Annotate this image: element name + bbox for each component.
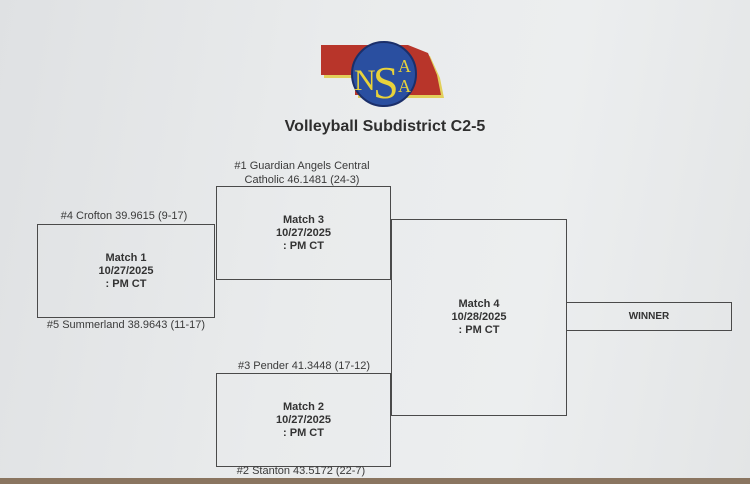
team-label: #5 Summerland 38.9643 (11-17) (46, 319, 206, 331)
page-title: Volleyball Subdistrict C2-5 (284, 118, 486, 135)
match-name: Match 4 (458, 298, 500, 310)
winner-box: WINNER (566, 302, 732, 331)
match-name: Match 1 (105, 251, 147, 264)
match-time: : PM CT (283, 426, 324, 439)
team-label: #1 Guardian Angels Central (234, 160, 370, 172)
team-label: #4 Crofton 39.9615 (9-17) (60, 210, 188, 222)
match-time: : PM CT (458, 324, 500, 336)
team-label: #3 Pender 41.3448 (17-12) (237, 360, 371, 372)
svg-text:S: S (373, 57, 399, 108)
match-name: Match 3 (283, 213, 324, 226)
match-date: 10/27/2025 (98, 264, 154, 277)
team-label: #2 Stanton 43.5172 (22-7) (236, 465, 366, 477)
team-label: Catholic 46.1481 (24-3) (244, 174, 360, 186)
match-date: 10/27/2025 (275, 226, 332, 239)
table-edge (0, 478, 750, 484)
winner-label: WINNER (628, 311, 670, 322)
svg-text:N: N (354, 64, 376, 97)
svg-text:A: A (398, 76, 411, 96)
match-date: 10/27/2025 (275, 413, 332, 426)
match-4-box: Match 4 10/28/2025 : PM CT (391, 219, 567, 416)
match-time: : PM CT (283, 239, 324, 252)
svg-text:A: A (398, 56, 411, 76)
match-1-box: Match 1 10/27/2025 : PM CT (37, 224, 215, 318)
nsaa-logo: N S A A (321, 41, 444, 108)
match-3-box: Match 3 10/27/2025 : PM CT (216, 186, 391, 280)
match-time: : PM CT (105, 277, 147, 290)
match-name: Match 2 (283, 400, 324, 413)
match-date: 10/28/2025 (451, 311, 507, 323)
match-2-box: Match 2 10/27/2025 : PM CT (216, 373, 391, 467)
